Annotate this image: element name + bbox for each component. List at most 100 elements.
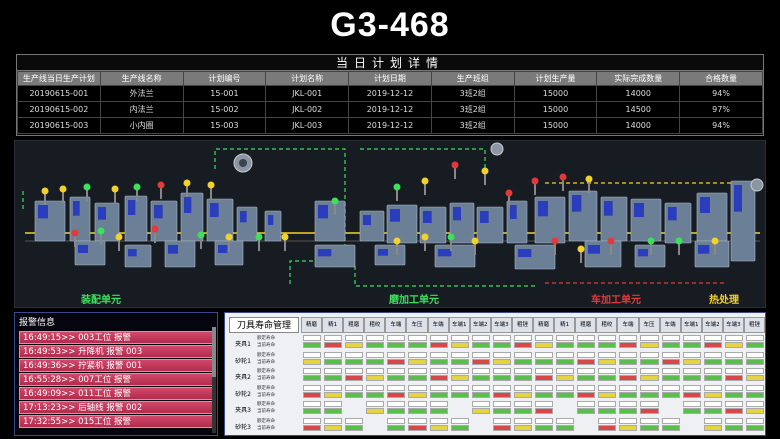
signal-light-green: [447, 233, 455, 241]
alarm-item[interactable]: 17:13:23>> 后轴线 报警 002: [19, 401, 213, 414]
machine-station: [694, 240, 730, 268]
tool-life-cell: [577, 351, 596, 358]
tool-life-cell: [745, 401, 764, 407]
zone-label-heat: 热处理: [709, 295, 739, 306]
tool-sub-label: 额定寿命: [257, 369, 275, 374]
alarm-item[interactable]: 16:49:09>> 011工位 报警: [19, 387, 213, 400]
tool-life-cell: [640, 424, 659, 431]
tool-life-cell: [387, 375, 406, 381]
tool-life-cell: [682, 375, 701, 381]
tool-life-cell: [556, 391, 575, 398]
tool-life-cell: [745, 358, 764, 365]
tool-sub-label: 额定寿命: [257, 385, 275, 391]
machine-panel: [38, 205, 48, 219]
plan-cell: 15000: [513, 117, 598, 134]
alarm-item[interactable]: 16:49:53>> 升降机 报警 003: [19, 345, 213, 358]
tool-life-cell: [513, 358, 532, 365]
machine-panel: [363, 215, 371, 225]
tool-life-cell: [450, 342, 469, 348]
tool-life-cell: [366, 401, 385, 407]
tool-life-cell: [619, 424, 638, 431]
tool-life-cell: [303, 342, 322, 348]
tool-life-cell: [724, 391, 743, 398]
plan-cell: 2019-12-12: [348, 101, 432, 118]
tool-life-cell: [408, 424, 427, 431]
tool-life-cell: [703, 401, 722, 407]
tool-life-cell: [303, 417, 322, 424]
signal-light-green: [97, 227, 105, 235]
alarm-scrollbar[interactable]: [212, 327, 216, 433]
plan-cell: 97%: [679, 101, 763, 118]
tool-life-cell: [345, 375, 364, 381]
tool-life-cell: [345, 417, 364, 424]
plan-cell: 15-003: [182, 117, 267, 134]
tool-life-cell: [429, 384, 448, 391]
tool-column-label: 车压: [638, 317, 660, 333]
plan-cell: 内法兰: [99, 101, 184, 118]
tool-life-cell: [703, 358, 722, 365]
line-diagram: [15, 141, 765, 307]
tool-life-cell: [640, 408, 659, 414]
tool-life-cell: [366, 368, 385, 374]
tool-life-cell: [598, 417, 617, 424]
tool-life-cell: [408, 368, 427, 374]
signal-light-red: [157, 181, 165, 189]
tool-life-cell: [366, 358, 385, 365]
tool-life-cell: [450, 351, 469, 358]
tool-life-cell: [682, 368, 701, 374]
signal-light-green: [647, 237, 655, 245]
light-pole: [114, 189, 116, 203]
plan-cell: 小内圈: [99, 117, 184, 134]
light-pole: [534, 181, 536, 195]
tool-life-cell: [724, 424, 743, 431]
tool-life-cell: [513, 351, 532, 358]
tool-life-cell: [577, 391, 596, 398]
light-pole: [258, 237, 260, 251]
tool-life-cell: [513, 391, 532, 398]
tool-life-cell: [598, 358, 617, 365]
tool-column-label: 车端: [659, 317, 681, 333]
signal-light-yellow: [281, 233, 289, 241]
tool-life-cell: [598, 384, 617, 391]
machine-panel: [518, 249, 532, 257]
tool-life-cell: [619, 335, 638, 341]
machine-panel: [168, 245, 178, 254]
tool-life-cell: [429, 358, 448, 365]
tool-life-cell: [408, 401, 427, 407]
tool-life-cell: [324, 368, 343, 374]
tool-life-cell: [598, 424, 617, 431]
machine-panel: [638, 249, 648, 257]
tool-life-cell: [408, 342, 427, 348]
light-pole: [186, 183, 188, 197]
tool-life-cell: [324, 358, 343, 365]
machine-panel: [438, 249, 452, 257]
plan-cell: 20190615-002: [17, 101, 101, 118]
tool-life-cell: [661, 384, 680, 391]
tool-column-label: 粗绞: [596, 317, 618, 333]
tool-life-cell: [492, 408, 511, 414]
alarm-item[interactable]: 16:49:15>> 003工位 报警: [19, 331, 213, 344]
machine-panel: [73, 201, 80, 216]
production-line-layout: 装配单元 磨加工单元 车加工单元 热处理: [14, 140, 766, 308]
tool-life-cell: [661, 351, 680, 358]
zone-label-assembly: 装配单元: [81, 295, 121, 306]
machine-panel: [184, 197, 192, 213]
alarm-scroll-thumb[interactable]: [212, 327, 216, 377]
zone-label-grinding: 磨加工单元: [389, 295, 439, 306]
alarm-item[interactable]: 17:32:55>> 015工位 报警: [19, 415, 213, 428]
alarm-item[interactable]: 16:49:36>> 拧紧机 报警 001: [19, 359, 213, 372]
tool-life-cell: [577, 358, 596, 365]
tool-life-cell: [703, 417, 722, 424]
alarm-item[interactable]: 16:55:28>> 007工位 报警: [19, 373, 213, 386]
signal-light-yellow: [225, 233, 233, 241]
tool-life-cell: [661, 375, 680, 381]
light-pole: [86, 187, 88, 201]
light-pole: [508, 193, 510, 207]
tool-life-cell: [682, 384, 701, 391]
tool-life-cell: [408, 417, 427, 424]
